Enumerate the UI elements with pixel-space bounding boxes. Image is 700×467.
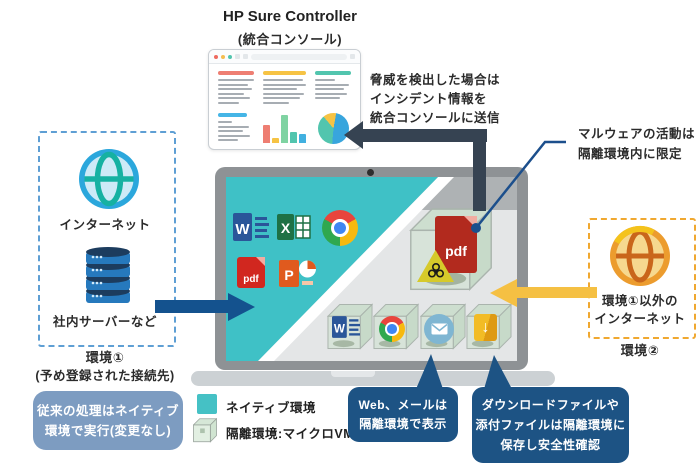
env2-arrow-shaft xyxy=(517,287,597,298)
svg-text:W: W xyxy=(235,221,250,238)
server-label: 社内サーバーなど xyxy=(53,315,157,329)
laptop-base xyxy=(191,371,555,386)
word-icon: W xyxy=(332,314,360,340)
env2-internet-label: 環境①以外の xyxy=(601,294,679,308)
laptop-base-notch xyxy=(331,371,375,377)
console-window xyxy=(208,49,361,150)
dashboard-bar xyxy=(281,115,288,143)
svg-text:X: X xyxy=(281,220,291,236)
diagonal-divider xyxy=(258,177,454,361)
download-icon: ↓ xyxy=(474,314,497,341)
env1-sublabel: (予め登録された接続先) xyxy=(35,369,175,383)
legend-cube-icon xyxy=(193,418,217,443)
threat-arrow-vertical xyxy=(473,131,486,211)
env2-arrow-head xyxy=(490,279,517,307)
external-internet-globe-icon xyxy=(607,223,673,289)
dashboard-bar xyxy=(263,125,270,143)
svg-text:P: P xyxy=(284,267,293,283)
word-icon: W xyxy=(233,211,269,243)
window-dot-green-icon xyxy=(228,54,232,59)
threat-arrow-shaft xyxy=(362,129,487,142)
dashboard-bar xyxy=(290,132,297,143)
webcam-icon xyxy=(367,169,374,176)
threat-arrow-head xyxy=(344,121,363,149)
inbound-arrow-shaft xyxy=(155,300,228,313)
forward-icon xyxy=(243,54,248,59)
browser-titlebar xyxy=(209,50,360,64)
dashboard-panel xyxy=(315,71,351,106)
chrome-icon xyxy=(322,210,358,246)
isolation-cube-mail xyxy=(420,303,466,351)
dashboard-panel xyxy=(218,71,254,106)
back-icon xyxy=(235,54,240,59)
env2-label: 環境② xyxy=(620,343,660,358)
window-dot-yellow-icon xyxy=(221,54,225,59)
download-bubble: ダウンロードファイルや 添付ファイルは隔離環境に 保存し安全性確認 xyxy=(472,387,629,463)
legend-native-swatch xyxy=(197,394,217,414)
dashboard-bar xyxy=(299,134,306,143)
dashboard-bar-chart xyxy=(263,113,306,143)
env1-box xyxy=(38,131,176,347)
malware-note: マルウェアの活動は 隔離環境内に限定 xyxy=(578,127,696,161)
pdf-icon: pdf xyxy=(237,257,265,288)
isolation-cube-chrome xyxy=(373,303,419,351)
chrome-icon xyxy=(379,316,405,342)
page-fold xyxy=(256,257,265,266)
env2-box xyxy=(588,218,696,339)
webmail-bubble: Web、メールは 隔離環境で表示 xyxy=(348,387,458,442)
native-note-box: 従来の処理はネイティブ 環境で実行(変更なし) xyxy=(33,391,183,450)
mail-icon xyxy=(424,314,454,344)
share-icon xyxy=(350,54,355,59)
dashboard-content xyxy=(209,64,360,144)
powerpoint-icon: P xyxy=(279,259,316,288)
env1-label: 環境① xyxy=(85,350,125,365)
isolation-cube-word: W xyxy=(327,303,373,351)
svg-text:W: W xyxy=(334,322,345,335)
dashboard-bar xyxy=(272,138,279,143)
legend-isolated-label: 隔離環境:マイクロVM xyxy=(226,427,355,441)
dashboard-panel xyxy=(263,71,306,106)
dashboard-pie-chart xyxy=(317,113,349,144)
console-subtitle: (統合コンソール) xyxy=(237,32,343,47)
inbound-arrow-head xyxy=(228,293,255,321)
internet-label: インターネット xyxy=(59,218,151,232)
internet-globe-icon xyxy=(77,147,141,211)
window-dot-red-icon xyxy=(214,54,218,59)
legend-native-label: ネイティブ環境 xyxy=(226,401,317,415)
threat-note: 脅威を検出した場合は インシデント情報を 統合コンソールに送信 xyxy=(370,73,501,125)
console-title: HP Sure Controller xyxy=(223,8,357,25)
dashboard-panel xyxy=(218,113,254,144)
excel-icon: X xyxy=(277,212,311,242)
server-icon xyxy=(84,247,132,307)
env2-internet-label2: インターネット xyxy=(594,312,686,326)
page-fold xyxy=(464,216,477,229)
isolation-cube-download: ↓ xyxy=(466,303,512,351)
url-bar xyxy=(251,53,347,60)
